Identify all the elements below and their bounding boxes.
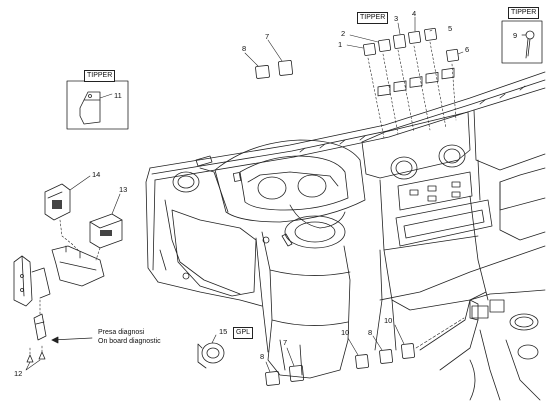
callout-12: 12: [14, 369, 23, 378]
callout-5: 5: [448, 24, 453, 33]
switch-row-lower-right: [347, 324, 415, 369]
callout-8-right: 8: [368, 328, 373, 337]
callout-11: 11: [114, 91, 122, 100]
callout-15: 15: [219, 327, 228, 336]
callout-6: 6: [465, 45, 470, 54]
diagnostic-note-it: Presa diagnosi: [98, 329, 145, 336]
center-stack: [361, 67, 493, 351]
diagnostic-note-en: On board diagnostic: [98, 338, 161, 345]
tipper-part-9: [501, 20, 543, 64]
callout-3: 3: [394, 14, 399, 23]
gpl-switch-15: [197, 334, 225, 369]
callout-13: 13: [119, 185, 128, 194]
tipper-tag-right: TIPPER: [508, 7, 540, 19]
callout-1: 1: [338, 40, 343, 49]
dashboard-outline: [145, 71, 546, 307]
console-detail-inset: [415, 289, 546, 401]
gpl-tag: GPL: [233, 327, 254, 339]
callout-10-left: 10: [341, 328, 350, 337]
callout-8-lower: 8: [260, 352, 265, 361]
callout-14: 14: [92, 170, 101, 179]
lower-left-panel: [159, 209, 257, 297]
tipper-part-11-relay: [66, 80, 129, 130]
callout-9: 9: [513, 31, 518, 40]
callout-2: 2: [341, 29, 346, 38]
callout-7-lower: 7: [283, 338, 288, 347]
switch-row-top: [346, 16, 464, 139]
callout-4: 4: [412, 9, 417, 18]
steering-column: [255, 204, 351, 379]
tipper-tag-top: TIPPER: [357, 12, 389, 24]
tipper-tag-left: TIPPER: [84, 70, 116, 82]
callout-10-right: 10: [384, 316, 393, 325]
callout-8-upper: 8: [242, 44, 247, 53]
part-14: [44, 175, 91, 253]
switch-pair-upper: [244, 39, 293, 79]
instrument-cluster: [172, 139, 366, 223]
switch-pair-lower: [265, 347, 305, 386]
callout-7-upper: 7: [265, 32, 270, 41]
bracket-assembly: [13, 245, 105, 371]
part-13: [89, 193, 123, 261]
